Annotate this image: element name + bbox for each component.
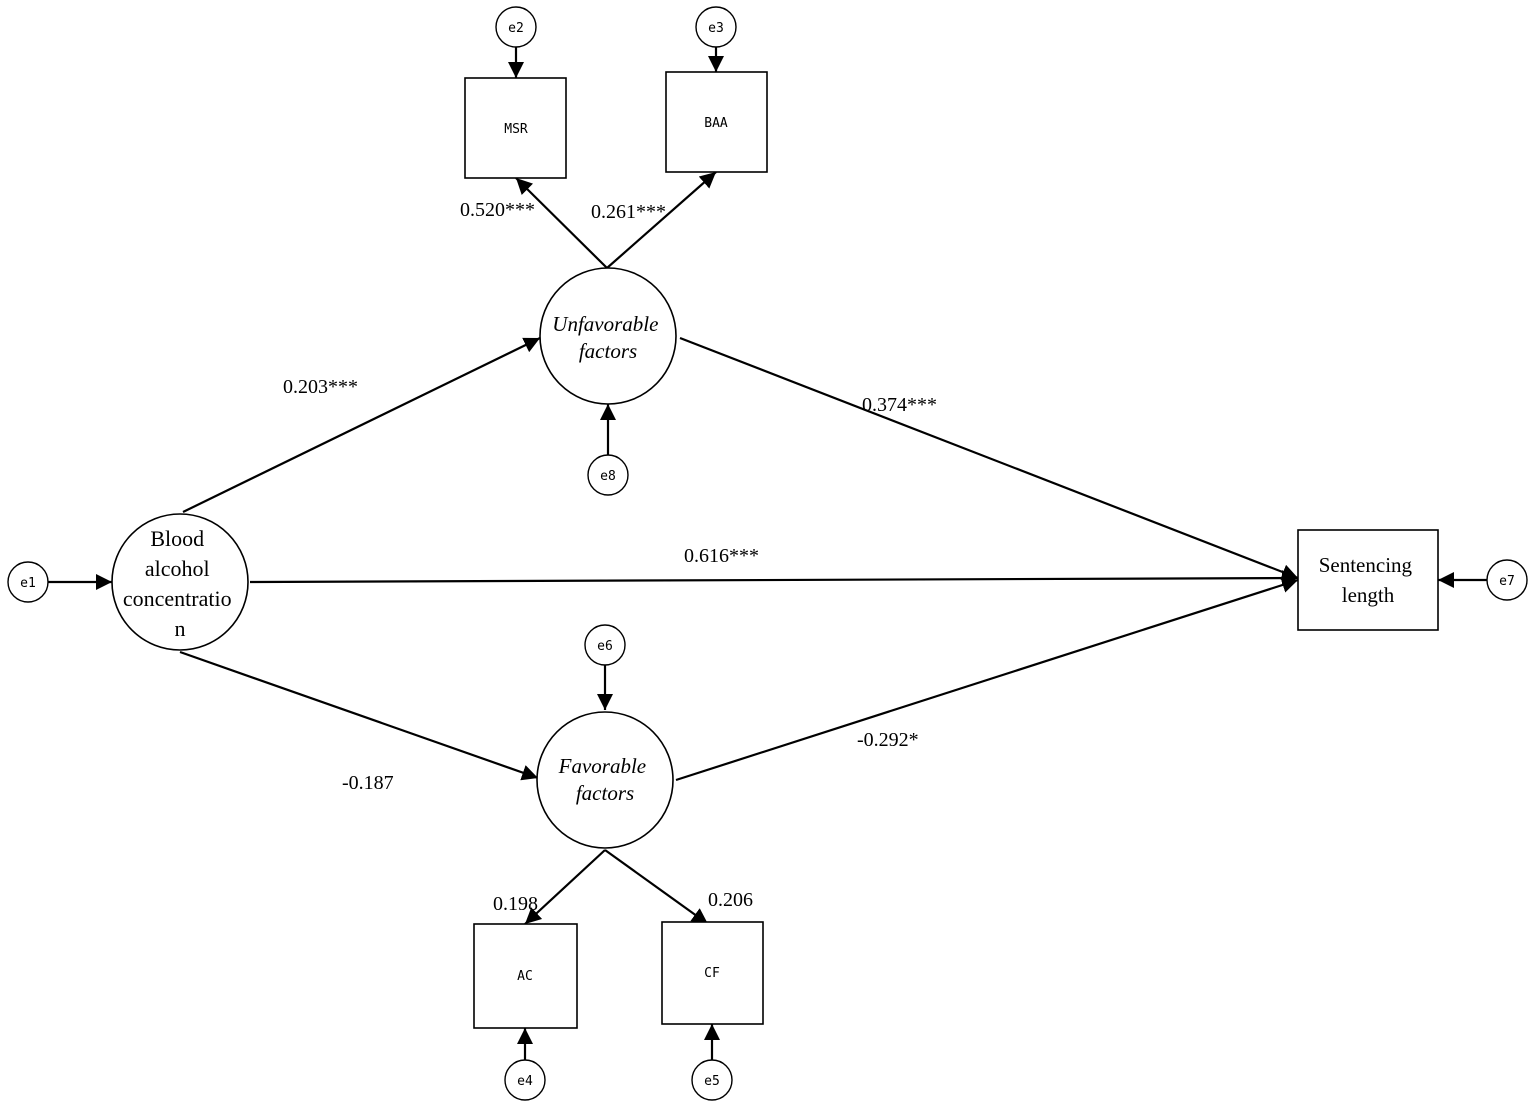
path-unfavorable-to-sentencing <box>679 336 1299 580</box>
error-e4: e4 <box>504 1059 546 1101</box>
error-e7: e7 <box>1486 559 1528 601</box>
error-e8: e8 <box>587 454 629 496</box>
e2-label: e2 <box>508 21 524 36</box>
bac-node: Blood alcohol concentratio n <box>111 513 249 651</box>
svg-text:Blood alcohol conc: Blood alcohol concentratio n <box>123 526 237 641</box>
error-e3: e3 <box>695 6 737 48</box>
path-bac-to-favorable <box>179 650 539 781</box>
sentencing-length-node: Sentencing length <box>1297 529 1439 631</box>
e8-label: e8 <box>600 469 616 484</box>
coef-cf: 0.206 <box>708 889 753 911</box>
svg-text:Unfavorable factors: Unfavorable factors <box>552 312 663 363</box>
bac-label-3: concentratio <box>123 586 232 611</box>
path-favorable-to-ac <box>524 849 606 925</box>
error-e1: e1 <box>7 561 49 603</box>
e7-label: e7 <box>1499 574 1515 589</box>
error-e6: e6 <box>584 624 626 666</box>
coef-msr: 0.520*** <box>460 199 535 221</box>
path-bac-to-sentencing <box>249 570 1299 587</box>
msr-node: MSR <box>464 77 567 179</box>
path-favorable-to-cf <box>604 849 709 925</box>
coef-bac-unfavorable: 0.203*** <box>283 376 358 398</box>
path-unfavorable-to-msr <box>515 177 608 269</box>
baa-node: BAA <box>665 71 768 173</box>
cf-node: CF <box>661 921 764 1025</box>
unfavorable-label-1: Unfavorable <box>552 312 658 336</box>
error-e5: e5 <box>691 1059 733 1101</box>
path-bac-to-unfavorable <box>182 337 541 513</box>
favorable-factors-node: Favorable factors <box>536 711 674 849</box>
sentencing-label-1: Sentencing <box>1319 553 1413 577</box>
bac-label-4: n <box>175 616 186 641</box>
baa-label: BAA <box>704 116 728 131</box>
coef-baa: 0.261*** <box>591 201 666 223</box>
svg-text:Sentencing length: Sentencing length <box>1319 553 1418 607</box>
bac-label-1: Blood <box>150 526 204 551</box>
path-unfavorable-to-baa <box>606 171 717 269</box>
ac-node: AC <box>473 923 578 1029</box>
favorable-label-1: Favorable <box>558 754 646 778</box>
coef-unfavorable-sentencing: 0.374*** <box>862 394 937 416</box>
e5-label: e5 <box>704 1074 720 1089</box>
msr-label: MSR <box>504 122 528 137</box>
e3-label: e3 <box>708 21 724 36</box>
bac-label-2: alcohol <box>145 556 210 581</box>
unfavorable-label-2: factors <box>579 339 637 363</box>
coef-ac: 0.198 <box>493 893 538 915</box>
cf-label: CF <box>704 966 720 981</box>
path-favorable-to-sentencing <box>675 577 1299 782</box>
e6-label: e6 <box>597 639 613 654</box>
e4-label: e4 <box>517 1074 533 1089</box>
e1-label: e1 <box>20 576 36 591</box>
coef-bac-sentencing: 0.616*** <box>684 545 759 567</box>
ac-label: AC <box>517 969 533 984</box>
sentencing-label-2: length <box>1342 583 1395 607</box>
coef-bac-favorable: -0.187 <box>342 772 394 794</box>
error-e2: e2 <box>495 6 537 48</box>
coef-favorable-sentencing: -0.292* <box>857 729 919 751</box>
unfavorable-factors-node: Unfavorable factors <box>539 267 677 405</box>
svg-text:Favorable factors: Favorable factors <box>558 754 652 805</box>
favorable-label-2: factors <box>576 781 634 805</box>
